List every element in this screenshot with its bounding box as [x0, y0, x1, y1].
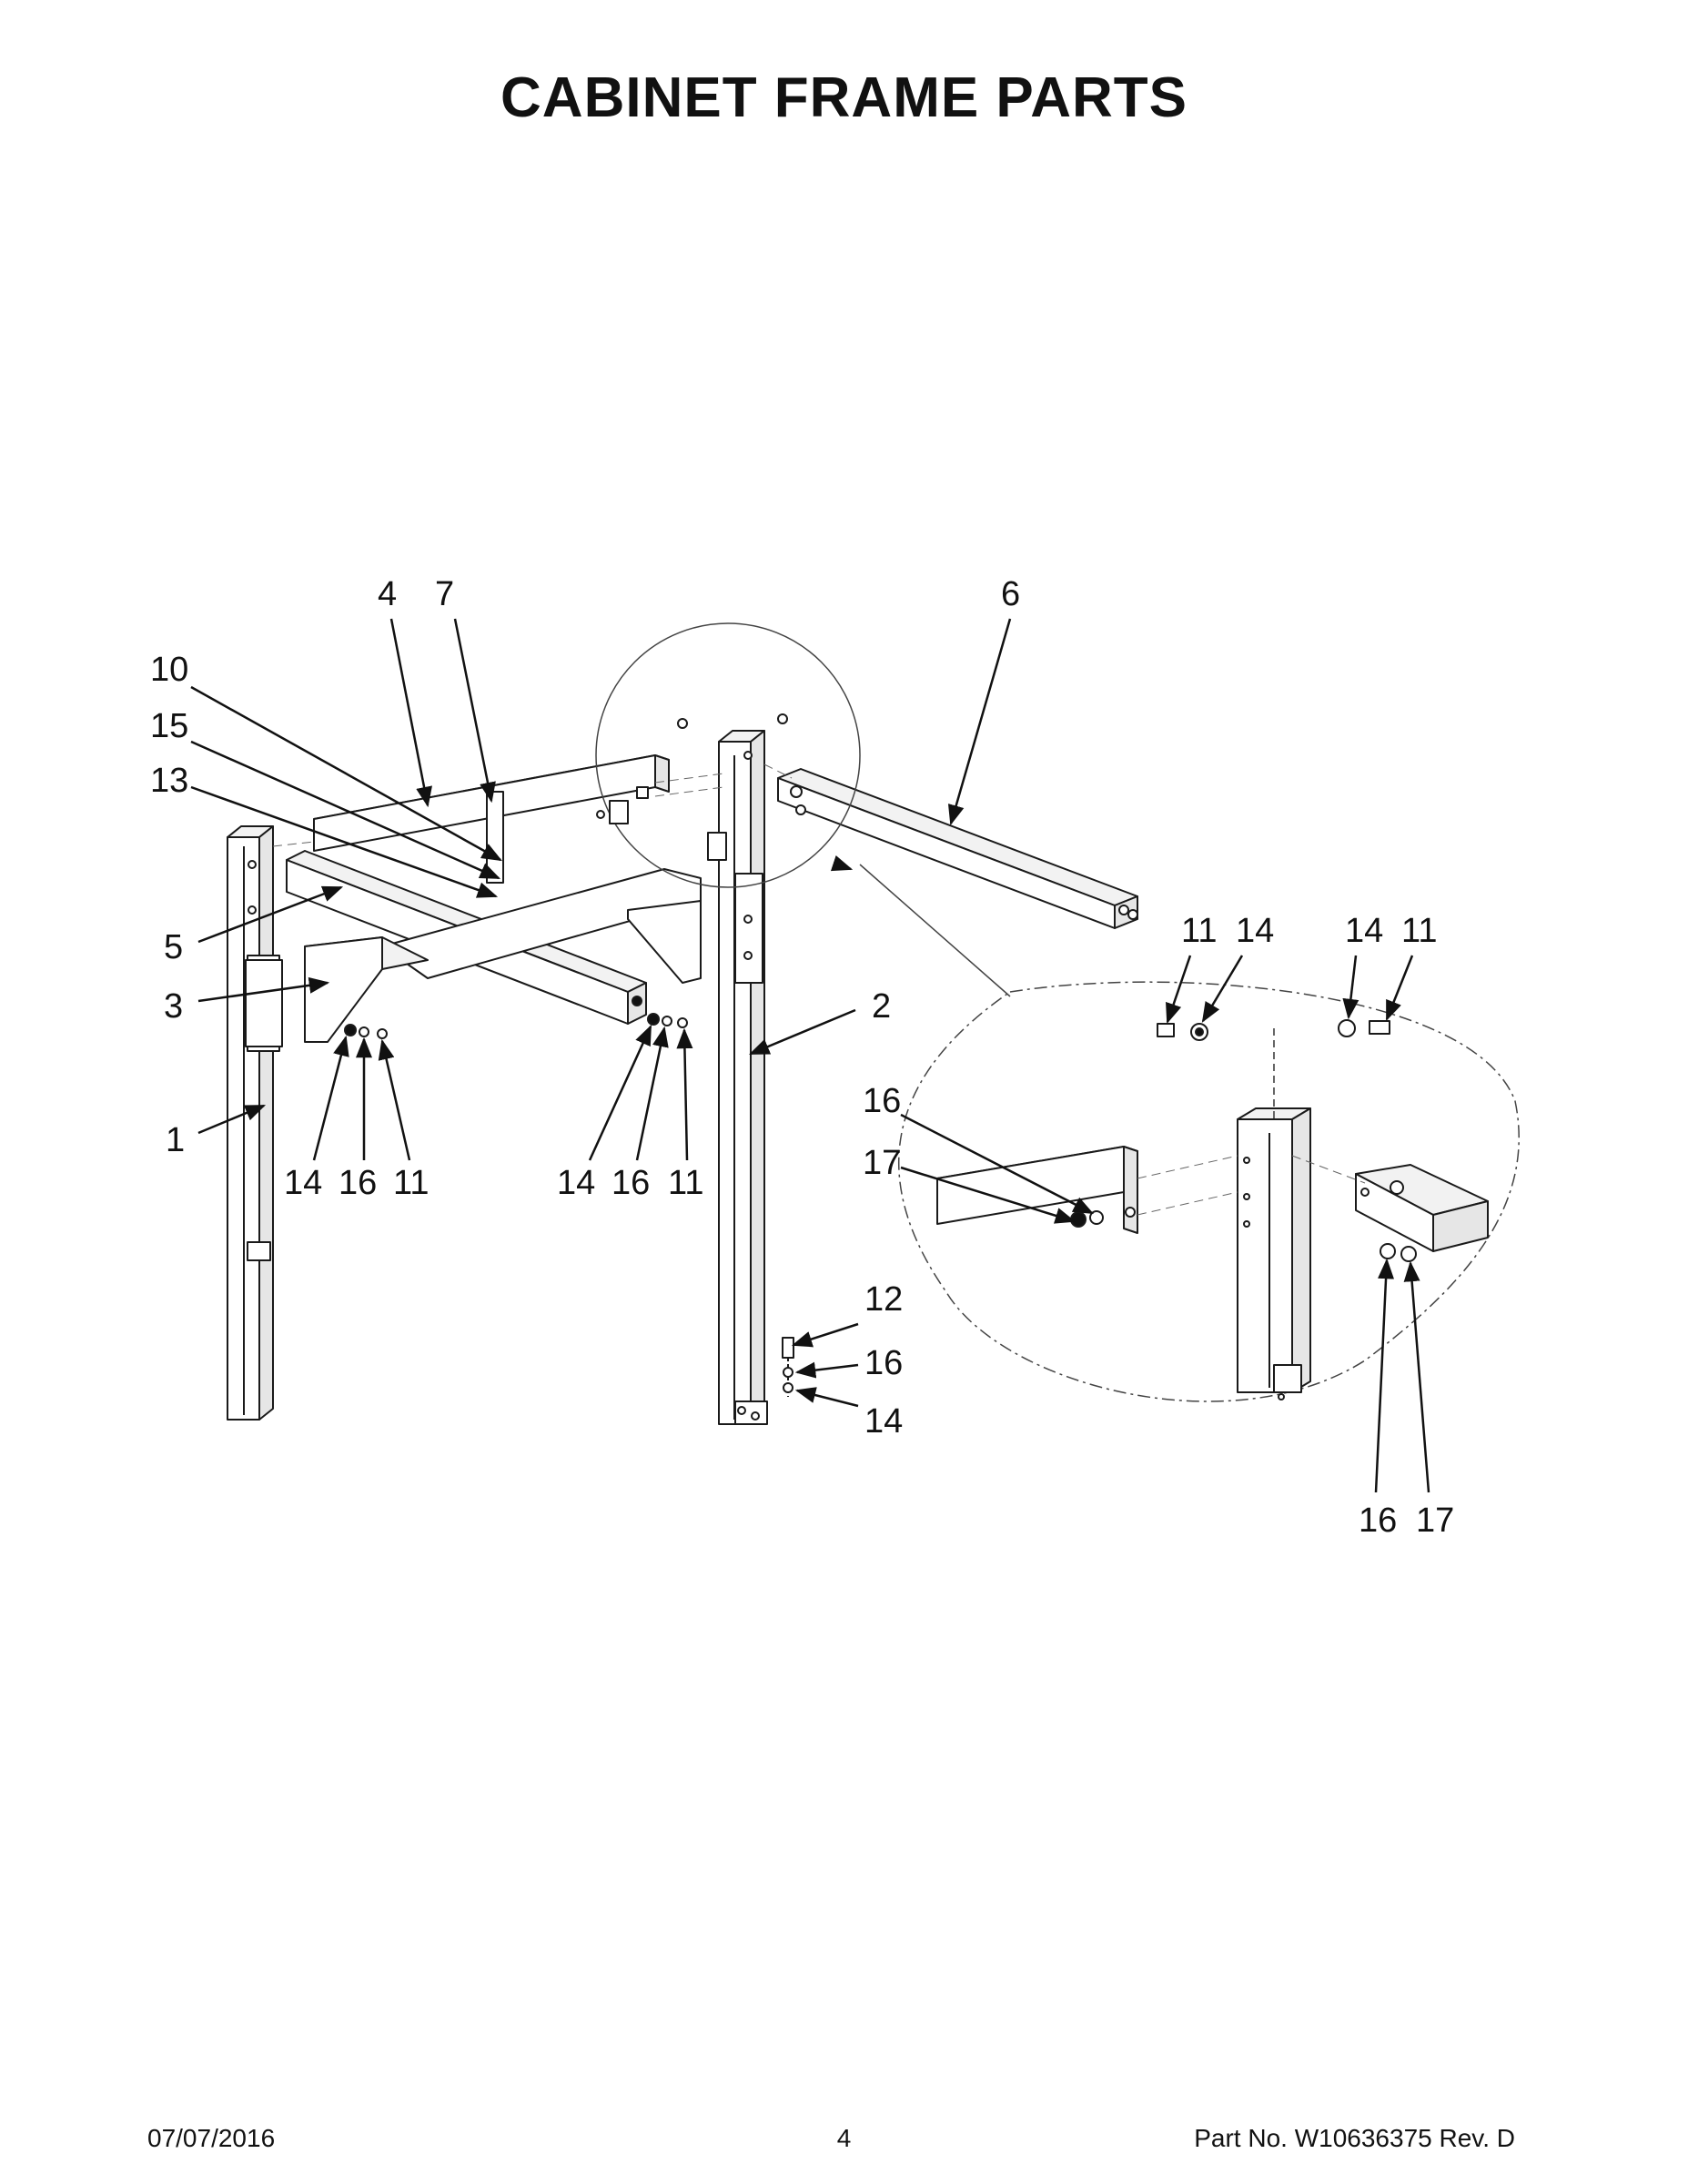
- page-title: CABINET FRAME PARTS: [500, 66, 1188, 129]
- callout-17-detail: 17: [863, 1144, 901, 1182]
- callout-16-detail: 16: [863, 1082, 901, 1120]
- detail-beam: [936, 1146, 1138, 1234]
- callout-16-bottom: 16: [1359, 1502, 1397, 1540]
- callout-14-left: 14: [284, 1164, 322, 1202]
- callout-7: 7: [435, 575, 454, 613]
- shelf-panel: [381, 868, 702, 984]
- callout-16-left: 16: [339, 1164, 377, 1202]
- left-hardware: [344, 1013, 688, 1039]
- callout-12: 12: [864, 1280, 903, 1319]
- callout-11-left: 11: [393, 1164, 429, 1202]
- callout-3: 3: [164, 987, 183, 1026]
- callout-14-detail-left: 14: [1236, 912, 1274, 950]
- detail-bracket: [1355, 1164, 1489, 1252]
- footer-page-number: 4: [836, 2124, 852, 2152]
- callout-1: 1: [166, 1121, 185, 1159]
- callout-4: 4: [378, 575, 397, 613]
- callout-2: 2: [872, 987, 891, 1026]
- callout-17-bottom: 17: [1416, 1502, 1454, 1540]
- callout-14-detail-right: 14: [1345, 912, 1383, 950]
- detail-view-outline: [898, 981, 1520, 1402]
- foot-hardware: [782, 1337, 794, 1397]
- side-rail: [777, 768, 1138, 929]
- footer-part-number: Part No. W10636375 Rev. D: [1194, 2124, 1515, 2152]
- detail-post: [1237, 1028, 1311, 1400]
- callout-11-middle: 11: [668, 1164, 703, 1202]
- left-post: [227, 825, 280, 1421]
- right-post: [707, 730, 768, 1425]
- callout-14-middle: 14: [557, 1164, 595, 1202]
- callout-16-middle: 16: [612, 1164, 650, 1202]
- lower-bracket: [245, 936, 429, 1047]
- alignment-lines: [272, 763, 1366, 1216]
- callout-11-detail-left: 11: [1181, 912, 1217, 950]
- callout-11-detail-right: 11: [1401, 912, 1437, 950]
- callout-14-foot: 14: [864, 1402, 903, 1441]
- callout-16-foot: 16: [864, 1344, 903, 1382]
- detail-circle: [595, 622, 861, 888]
- callout-10: 10: [150, 651, 188, 689]
- detail-circle-hardware: [596, 713, 788, 824]
- footer-date: 07/07/2016: [147, 2124, 276, 2152]
- leader-lines: [190, 618, 1430, 1493]
- callout-6: 6: [1001, 575, 1020, 613]
- callout-13: 13: [150, 762, 188, 800]
- callout-5: 5: [164, 928, 183, 966]
- callout-15: 15: [150, 707, 188, 745]
